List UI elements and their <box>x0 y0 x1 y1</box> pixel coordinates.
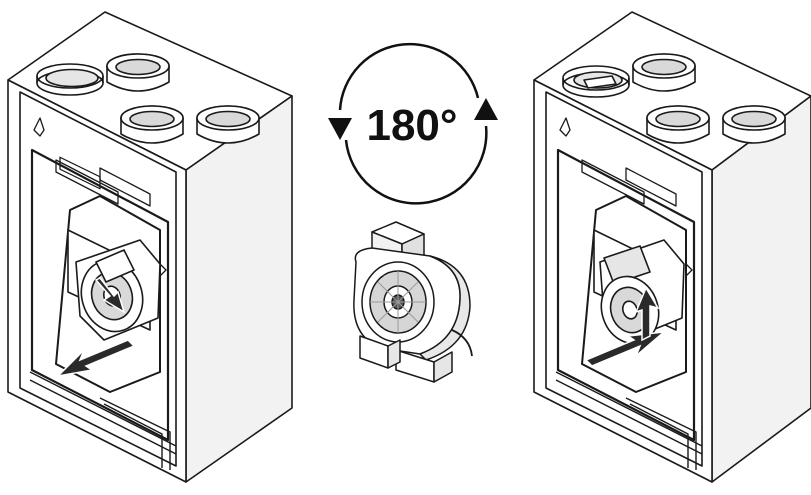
air-outlet-arrow <box>55 339 136 378</box>
rotation-indicator: 180° <box>328 42 498 205</box>
rotation-arc-lower <box>344 125 488 205</box>
front-service-opening <box>30 148 170 442</box>
fan-blower-unit <box>353 221 473 383</box>
fan-rotation-arrow <box>634 286 660 342</box>
bottom-tray <box>555 371 703 470</box>
duct-collars <box>36 53 260 144</box>
rotation-arrowhead-left <box>328 118 352 140</box>
rotation-arrowhead-right <box>474 98 498 120</box>
fan-blower-installed <box>599 239 685 345</box>
rotation-angle-label: 180° <box>366 101 457 150</box>
front-inner-frame <box>545 91 703 467</box>
unit-before-arrows <box>55 277 136 378</box>
bottom-tray <box>29 371 177 470</box>
unit-after <box>533 11 811 483</box>
fan-rotation-arrow <box>94 277 126 314</box>
unit-after-arrows <box>584 286 667 367</box>
unit-before <box>7 11 293 483</box>
front-service-opening <box>556 148 696 442</box>
rotation-arc-upper <box>338 42 480 111</box>
duct-collars <box>562 53 786 144</box>
front-inner-frame <box>19 91 177 467</box>
